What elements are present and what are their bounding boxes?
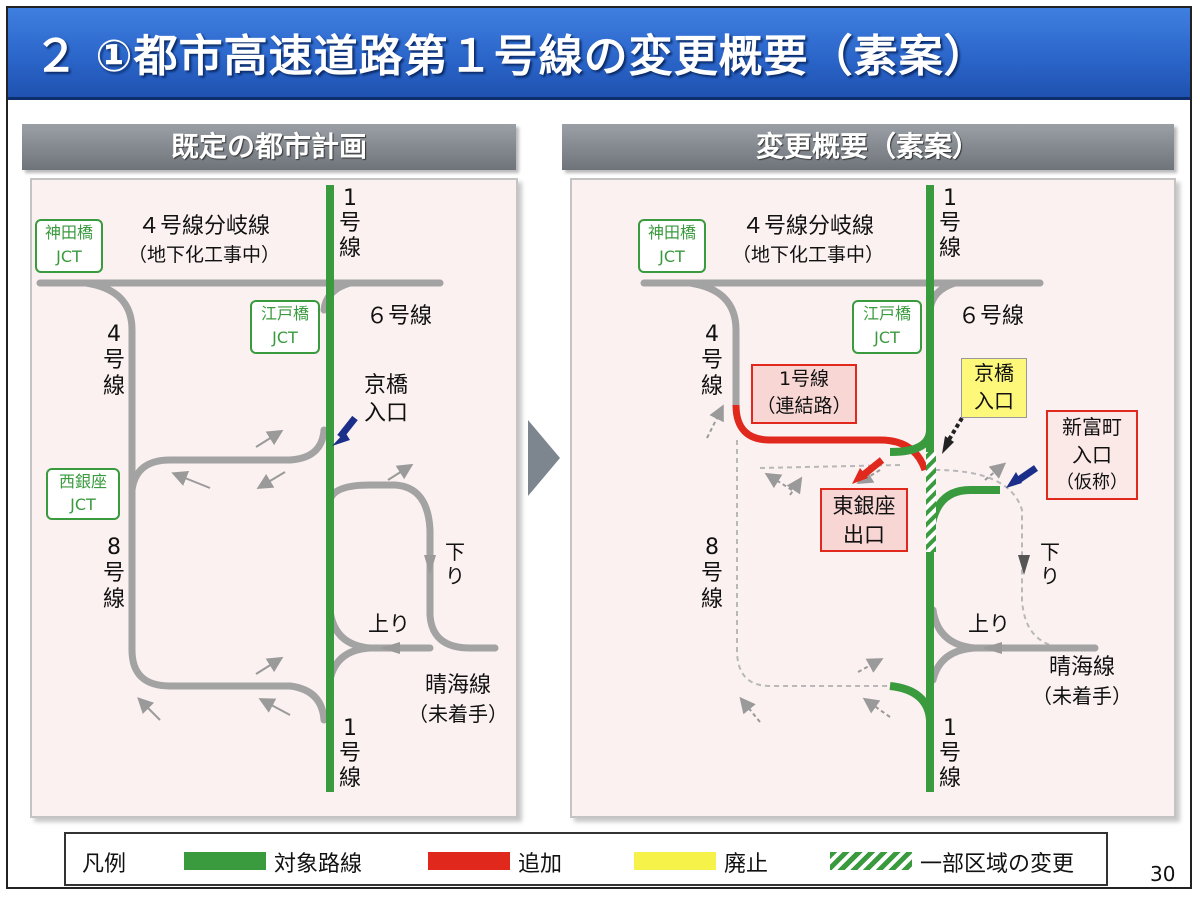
- right-line1-top-label: 1 号 線: [938, 186, 961, 261]
- right-added-connector-route: [732, 404, 929, 472]
- left-branch-label: ４号線分岐線 （地下化工事中）: [128, 214, 281, 266]
- legend-swatch-abolished: [634, 852, 716, 870]
- right-nobori-label: 上り: [968, 612, 1010, 636]
- right-direction-arrows: [706, 404, 1007, 723]
- right-connector-box: 1号線 （連結路）: [751, 364, 857, 424]
- left-line1-bottom-label: 1 号 線: [338, 716, 361, 791]
- right-shintomicho-box: 新富町 入口 （仮称）: [1046, 410, 1138, 500]
- right-line4-label: 4 号 線: [700, 322, 723, 399]
- right-branch-label: ４号線分岐線 （地下化工事中）: [732, 214, 885, 266]
- legend-swatch-added: [428, 852, 510, 870]
- right-line1-bottom-label: 1 号 線: [938, 716, 961, 791]
- right-kudari-label: 下 り: [1040, 540, 1060, 588]
- right-kudari-arrow-icon: [1018, 555, 1030, 575]
- right-dashed-abolished-paths: [736, 440, 1066, 687]
- legend-swatch-target: [184, 852, 266, 870]
- right-panel-header: 変更概要（素案）: [562, 124, 1174, 170]
- left-kudari-label: 下 り: [445, 540, 465, 588]
- right-line8-label: 8 号 線: [700, 535, 723, 612]
- left-panel-header: 既定の都市計画: [22, 124, 516, 170]
- left-nobori-label: 上り: [368, 612, 410, 636]
- page-title: ２ ①都市高速道路第１号線の変更概要（素案）: [34, 31, 989, 82]
- right-kandabashi-jct-badge: 神田橋 JCT: [638, 219, 706, 273]
- right-kyobashi-abolished-arrow-icon: [942, 416, 964, 454]
- right-line6-label: ６号線: [958, 304, 1025, 329]
- legend-label-target: 対象路線: [274, 852, 363, 877]
- right-nobori-arrow-icon: [982, 642, 1002, 654]
- left-kyobashi-entry-arrow-icon: [332, 415, 358, 446]
- left-kudari-arrow-icon: [424, 555, 436, 575]
- legend-label-partial-change: 一部区域の変更: [920, 852, 1075, 877]
- left-existing-roads: [36, 279, 499, 724]
- right-shintomicho-entry-arrow-icon: [1006, 465, 1038, 488]
- legend-title: 凡例: [82, 852, 127, 877]
- title-bar: ２ ①都市高速道路第１号線の変更概要（素案）: [8, 8, 1190, 100]
- right-kyobashi-box: 京橋 入口: [961, 358, 1027, 418]
- right-higashiginza-exit-arrow-icon: [852, 457, 885, 484]
- left-line8-label: 8 号 線: [102, 535, 125, 612]
- legend-label-added: 追加: [518, 852, 563, 877]
- transition-arrow-icon: [528, 420, 560, 496]
- legend: 凡例 対象路線 追加 廃止 一部区域の変更: [64, 832, 1108, 886]
- legend-label-abolished: 廃止: [724, 852, 769, 877]
- left-kyobashi-label: 京橋 入口: [364, 373, 409, 426]
- left-kandabashi-jct-badge: 神田橋 JCT: [35, 219, 103, 273]
- left-line6-label: ６号線: [366, 304, 433, 329]
- page-number: 30: [1150, 862, 1176, 886]
- legend-swatch-partial-change: [830, 852, 912, 870]
- right-partial-change-section: [926, 452, 936, 552]
- left-line4-label: 4 号 線: [102, 322, 125, 399]
- left-nobori-arrow-icon: [380, 642, 400, 654]
- left-direction-arrows: [137, 429, 414, 721]
- left-edobashi-jct-badge: 江戸橋 JCT: [250, 300, 320, 354]
- right-existing-roads: [640, 279, 1099, 684]
- right-edobashi-jct-badge: 江戸橋 JCT: [852, 300, 922, 354]
- right-harumi-label: 晴海線 （未着手）: [1032, 655, 1132, 708]
- right-higashiginza-box: 東銀座 出口: [820, 488, 908, 552]
- left-nishiginza-jct-badge: 西銀座 JCT: [46, 468, 120, 520]
- left-line1-top-label: 1 号 線: [338, 186, 361, 261]
- left-harumi-label: 晴海線 （未着手）: [408, 673, 508, 726]
